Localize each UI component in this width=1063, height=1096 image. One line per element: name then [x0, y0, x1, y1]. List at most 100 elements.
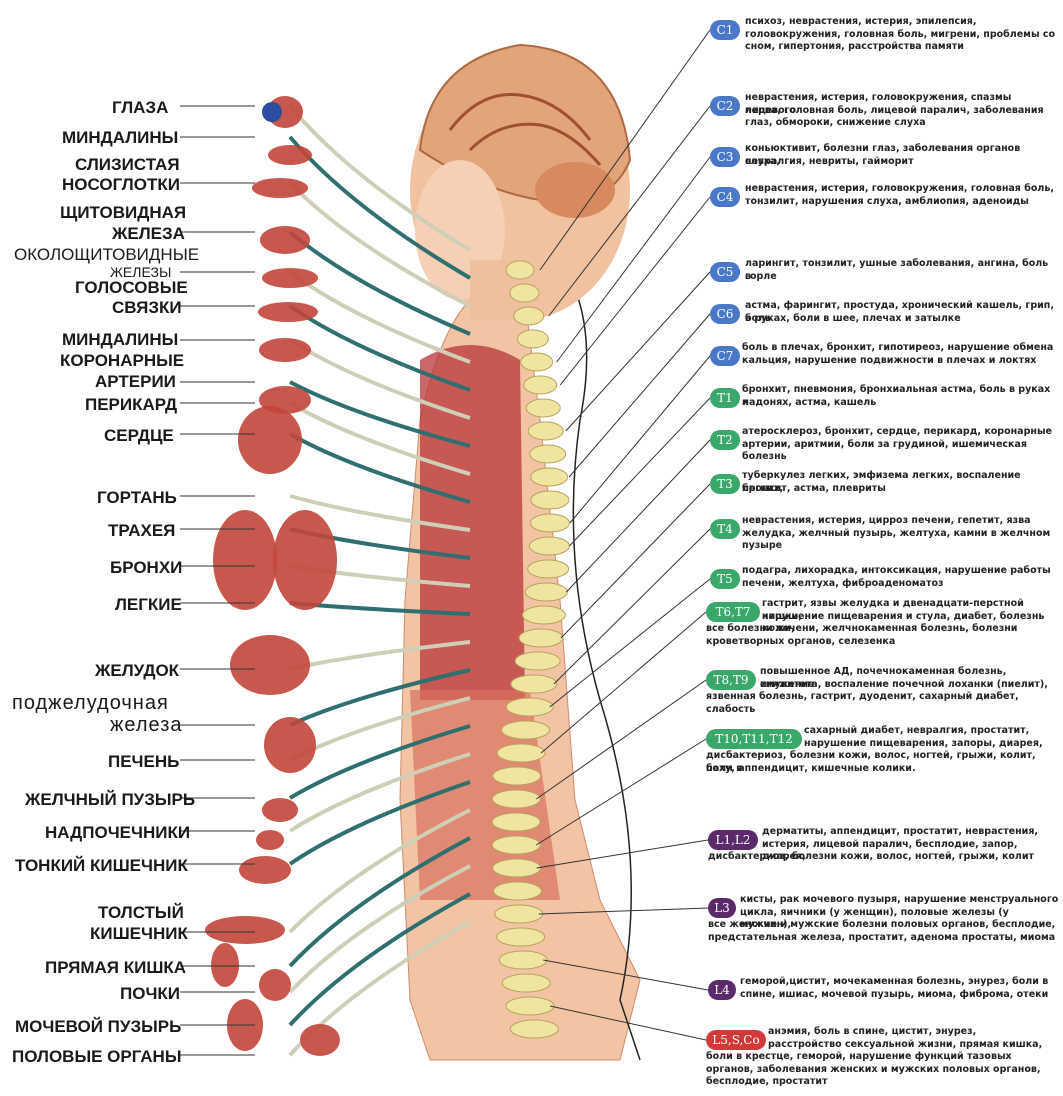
vertebra-badge-c4: C4	[710, 187, 740, 207]
organ-icon	[230, 635, 310, 695]
vertebra-symptoms-line: сахарный диабет, невралгия, простатит,	[804, 725, 1060, 738]
vertebra-symptoms-line: желудка, желчный пузырь, желтуха, камни …	[742, 528, 1057, 541]
vertebra	[502, 974, 550, 992]
vertebra-symptoms-line: ладонях, астма, кашель	[742, 397, 1057, 410]
organ-label-eyes: ГЛАЗА	[112, 98, 168, 117]
vertebra-symptoms-line: боли в крестце, геморой, нарушение функц…	[706, 1051, 1058, 1064]
organ-icon	[300, 1024, 340, 1056]
vertebra-symptoms-line: расстройство сексуальной жизни, прямая к…	[768, 1039, 1058, 1052]
vertebra-symptoms-line: подагра, лихорадка, интоксикация, наруше…	[742, 565, 1057, 578]
organ-label-bronchi: БРОНХИ	[110, 558, 182, 577]
vertebra	[506, 997, 554, 1015]
organ-icon	[258, 302, 318, 322]
vertebra-badge-l1l2: L1,L2	[708, 830, 758, 850]
vertebra	[510, 284, 539, 302]
organ-label-stomach: ЖЕЛУДОК	[95, 661, 179, 680]
organ-icon	[211, 943, 239, 987]
vertebra-badge-t1: T1	[710, 388, 740, 408]
vertebra-symptoms-line: нарушение пищеварения, запоры, диарея,	[804, 738, 1060, 751]
vertebra-badge-l3: L3	[708, 898, 736, 918]
vertebra-symptoms-line: имунитета, воспаление почечной лоханки (…	[760, 679, 1060, 692]
organ-icon	[238, 406, 302, 474]
organ-label-tonsils: МИНДАЛИНЫ	[62, 128, 178, 147]
vertebra	[493, 767, 541, 785]
organ-label-smallint: ТОНКИЙ КИШЕЧНИК	[15, 856, 188, 875]
vertebra-symptoms-line: артерии, аритмии, боли за грудиной, ишем…	[742, 439, 1057, 452]
vertebra-symptoms-line: язвенная болезнь, гастрит, дуоденит, сах…	[706, 691, 1058, 716]
organ-label-adrenal: НАДПОЧЕЧНИКИ	[45, 823, 190, 842]
organ-icon	[205, 916, 285, 944]
vertebra-symptoms-line: тонзилит, нарушения слуха, амблиопия, ад…	[745, 196, 1055, 209]
vertebra-badge-l4: L4	[708, 980, 736, 1000]
vertebra-symptoms-line: все женские и мужские болезни половых ор…	[708, 919, 1060, 932]
organ-icon	[262, 798, 298, 822]
organ-label-trachea: ТРАХЕЯ	[108, 521, 175, 540]
organ-label-vocal: ГОЛОСОВЫЕ	[75, 278, 188, 297]
vertebra	[492, 790, 540, 808]
vertebra-symptoms-line: в руках, боли в шее, плечах и затылке	[745, 313, 1055, 326]
organ-label-thyroid: ЖЕЛЕЗА	[112, 224, 185, 243]
vertebra-symptoms-line: неврастения, истерия, цирроз печени, геп…	[742, 515, 1057, 528]
organ-label-tonsils: МИНДАЛИНЫ	[62, 330, 178, 349]
vertebra-symptoms-line: кальция, нарушение подвижности в плечах …	[742, 355, 1057, 368]
vertebra-badge-c1: C1	[710, 20, 740, 40]
vertebra	[530, 445, 566, 463]
organ-label-kidneys: ПОЧКИ	[120, 984, 180, 1003]
vertebra-leader-line	[554, 529, 710, 684]
vertebra	[495, 905, 543, 923]
vertebra-badge-t3: T3	[710, 474, 740, 494]
vertebra-symptoms-line: атеросклероз, бронхит, сердце, перикард,…	[742, 426, 1057, 439]
organ-label-coronary: КОРОНАРНЫЕ	[60, 351, 184, 370]
vertebra	[499, 951, 547, 969]
vertebra-badge-c3: C3	[710, 147, 740, 167]
vertebra	[511, 675, 557, 693]
vertebra-badge-c6: C6	[710, 304, 740, 324]
vertebra-symptoms-line: дерматиты, аппендицит, простатит, неврас…	[762, 826, 1062, 839]
vertebra	[519, 629, 563, 647]
vertebra	[514, 307, 544, 325]
vertebra	[525, 583, 567, 601]
organ-icon	[268, 145, 312, 165]
vertebra-symptoms-line: анэмия, боль в спине, цистит, энурез,	[768, 1026, 1058, 1039]
vertebra	[502, 721, 550, 739]
organ-label-rectum: ПРЯМАЯ КИШКА	[45, 958, 186, 977]
organ-icon	[239, 856, 291, 884]
vertebra	[517, 330, 548, 348]
vertebra	[492, 836, 540, 854]
vertebra	[497, 928, 545, 946]
vertebra-badge-t10t11t12: T10,T11,T12	[706, 729, 802, 749]
organ-icon	[213, 510, 277, 610]
vertebra-leader-line	[569, 314, 710, 477]
organ-label-genitals: ПОЛОВЫЕ ОРГАНЫ	[12, 1047, 181, 1066]
organ-label-mucosa: СЛИЗИСТАЯ	[75, 155, 180, 174]
organ-label-pericard: ПЕРИКАРД	[85, 395, 177, 414]
vertebra-leader-line	[569, 398, 710, 546]
vertebra-badge-t4: T4	[710, 519, 740, 539]
vertebra-symptoms-line: бронхит, астма, плевриты	[742, 483, 1057, 496]
vertebra-symptoms-line: предстательная железа, простатит, аденом…	[708, 932, 1060, 945]
organ-label-larynx: ГОРТАНЬ	[97, 488, 177, 507]
organ-label-largeint: ТОЛСТЫЙ	[98, 903, 184, 922]
organ-icons	[205, 96, 340, 1056]
vertebra	[510, 1020, 558, 1038]
vertebra-symptoms-line: органов, заболевания женских и мужских п…	[706, 1064, 1058, 1077]
organ-label-thyroid: ЩИТОВИДНАЯ	[60, 203, 186, 222]
organ-icon	[260, 226, 310, 254]
vertebra	[492, 813, 540, 831]
vertebra-badge-t2: T2	[710, 430, 740, 450]
vertebra-badge-t6t7: T6,T7	[706, 602, 760, 622]
vertebra-badge-c5: C5	[710, 262, 740, 282]
organ-icon	[264, 717, 316, 773]
vertebra-symptoms-line: все болезни печени, желчнокаменная болез…	[706, 623, 1058, 636]
vertebra-badge-l5sco: L5,S,Co	[706, 1030, 766, 1050]
organ-label-vocal: СВЯЗКИ	[112, 298, 182, 317]
organ-label-gallbladder: ЖЕЛЧНЫЙ ПУЗЫРЬ	[25, 790, 195, 809]
vertebra	[524, 376, 557, 394]
vertebra-symptoms-line: печени, желтуха, фиброаденоматоз	[742, 578, 1057, 591]
vertebra-symptoms-line: геморой,цистит, мочекаменная болезнь, эн…	[740, 976, 1060, 989]
vertebra-symptoms-line: сном, гипертония, расстройства памяти	[745, 41, 1055, 54]
vertebra	[528, 422, 563, 440]
organ-label-lungs: ЛЕГКИЕ	[115, 595, 182, 614]
organ-label-pancreas: железа	[110, 716, 182, 735]
